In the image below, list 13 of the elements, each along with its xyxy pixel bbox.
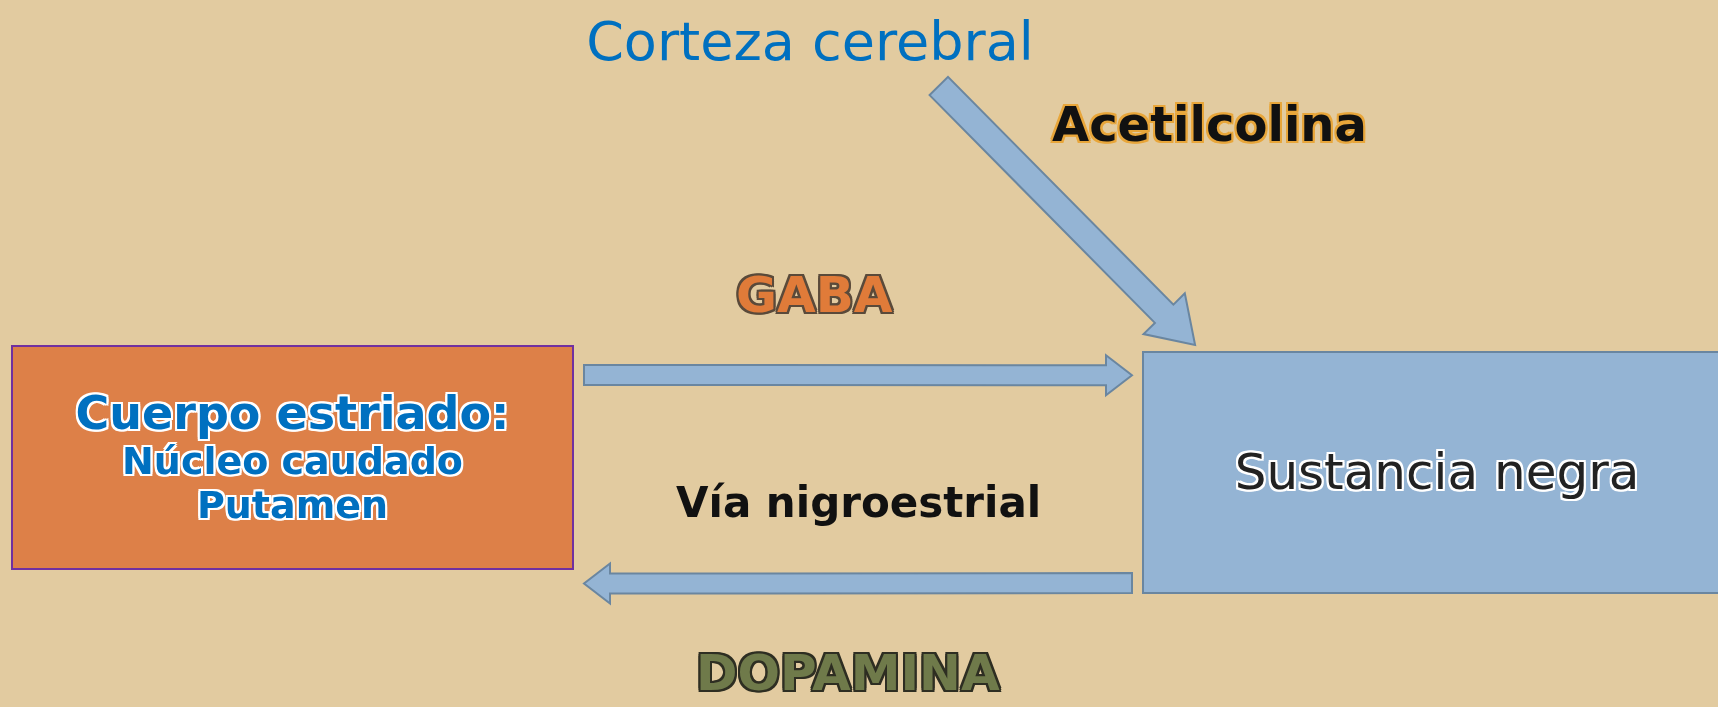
structure-box bbox=[11, 345, 574, 570]
heading-text: Cuerpo estriado: bbox=[75, 387, 510, 441]
edge-label: GABA bbox=[736, 266, 893, 324]
pathway-label: Vía nigroestrial bbox=[676, 478, 1042, 527]
edge-label: Acetilcolina bbox=[1052, 96, 1367, 152]
body-text: Núcleo caudado Putamen bbox=[121, 440, 464, 528]
block-arrow bbox=[582, 561, 1133, 606]
heading-text: Sustancia negra bbox=[1234, 443, 1640, 502]
structure-box bbox=[1142, 351, 1718, 594]
block-arrow bbox=[928, 75, 1197, 347]
block-arrow bbox=[583, 353, 1134, 398]
heading-text: Corteza cerebral bbox=[586, 10, 1034, 74]
edge-label: DOPAMINA bbox=[696, 644, 1000, 702]
